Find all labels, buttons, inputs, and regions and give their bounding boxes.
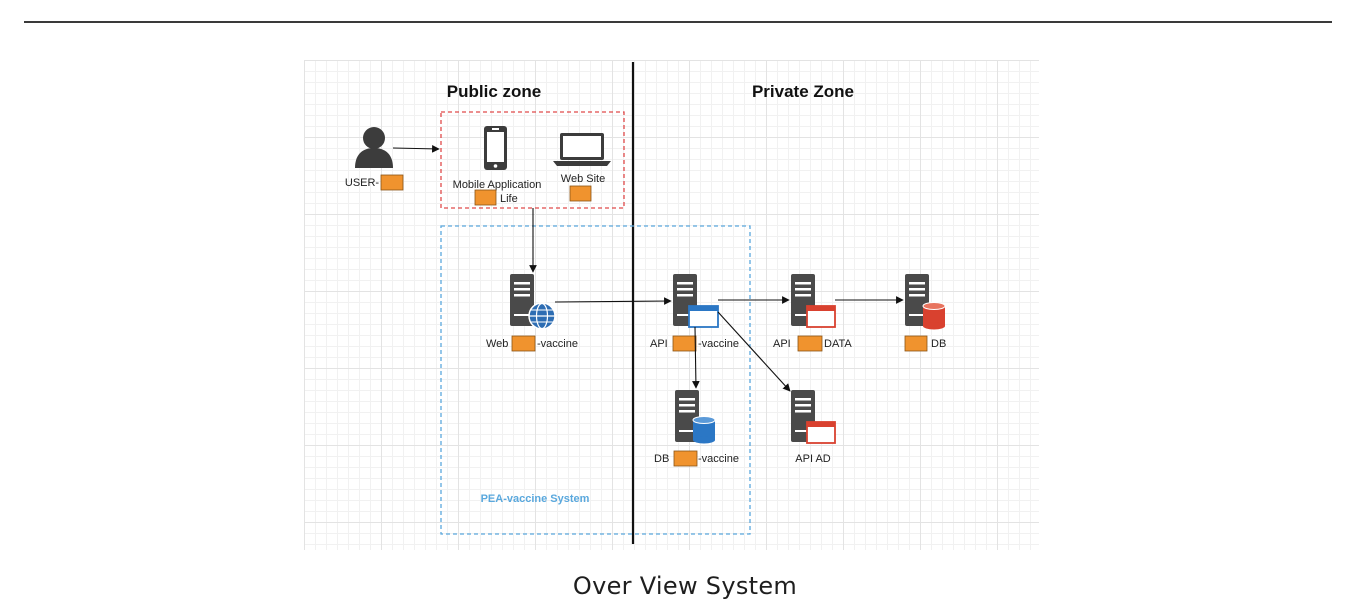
user-node: USER- <box>345 127 404 191</box>
arrow-user-to-clients <box>392 145 440 153</box>
connectors <box>392 145 904 392</box>
smartphone-icon <box>484 126 507 170</box>
globe-icon <box>528 302 556 330</box>
redaction-block <box>904 335 928 352</box>
api-server-label: API <box>650 338 668 350</box>
db-vaccine-node: DB -vaccine <box>654 390 739 467</box>
mobile-app-node: Mobile Application Life <box>453 126 542 206</box>
public-client-group <box>440 111 625 209</box>
browser-window-icon <box>688 305 719 328</box>
redaction-block <box>380 174 404 191</box>
arrow-web-to-api <box>554 297 672 305</box>
system-boundary <box>440 225 751 535</box>
browser-window-icon <box>806 421 836 444</box>
web-server-node: Web -vaccine <box>486 274 578 352</box>
redaction-block <box>673 450 698 467</box>
database-icon <box>922 302 946 330</box>
external-db-label: DB <box>928 338 946 350</box>
private-zone-title: Private Zone <box>752 82 854 101</box>
redaction-block <box>511 335 536 352</box>
api-ad-node: API AD <box>791 390 836 465</box>
api-data-node: API DATA <box>773 274 852 352</box>
top-divider <box>24 21 1332 23</box>
db-vaccine-suffix: -vaccine <box>698 453 739 465</box>
mobile-app-sublabel: Life <box>500 193 518 205</box>
architecture-diagram: Public zone Private Zone PEA-vaccine Sys… <box>345 62 946 544</box>
system-label: PEA-vaccine System <box>481 493 590 505</box>
user-icon <box>355 127 393 168</box>
user-label: USER- <box>345 177 380 189</box>
api-server-node: API -vaccine <box>650 274 739 352</box>
website-label: Web Site <box>561 173 605 185</box>
redaction-block <box>569 185 592 202</box>
laptop-icon <box>553 133 611 166</box>
redaction-block <box>672 335 697 352</box>
database-icon <box>692 416 716 444</box>
external-db-node: DB <box>904 274 946 352</box>
api-server-suffix: -vaccine <box>698 338 739 350</box>
arrow-api-to-dbvaccine <box>692 326 700 389</box>
public-zone-title: Public zone <box>447 82 541 101</box>
api-data-label: API <box>773 338 791 350</box>
db-vaccine-label: DB <box>654 453 669 465</box>
website-node: Web Site <box>553 133 611 202</box>
api-ad-label: API AD <box>795 453 831 465</box>
browser-window-icon <box>806 305 836 328</box>
redaction-block <box>474 189 497 206</box>
web-server-label: Web <box>486 338 508 350</box>
arrow-api-to-apiad <box>717 311 791 392</box>
figure-caption: Over View System <box>572 572 798 600</box>
diagram-canvas: Public zone Private Zone PEA-vaccine Sys… <box>304 60 1039 550</box>
redaction-block <box>797 335 823 352</box>
web-server-suffix: -vaccine <box>537 338 578 350</box>
mobile-app-label: Mobile Application <box>453 179 542 191</box>
api-data-suffix: DATA <box>824 338 852 350</box>
